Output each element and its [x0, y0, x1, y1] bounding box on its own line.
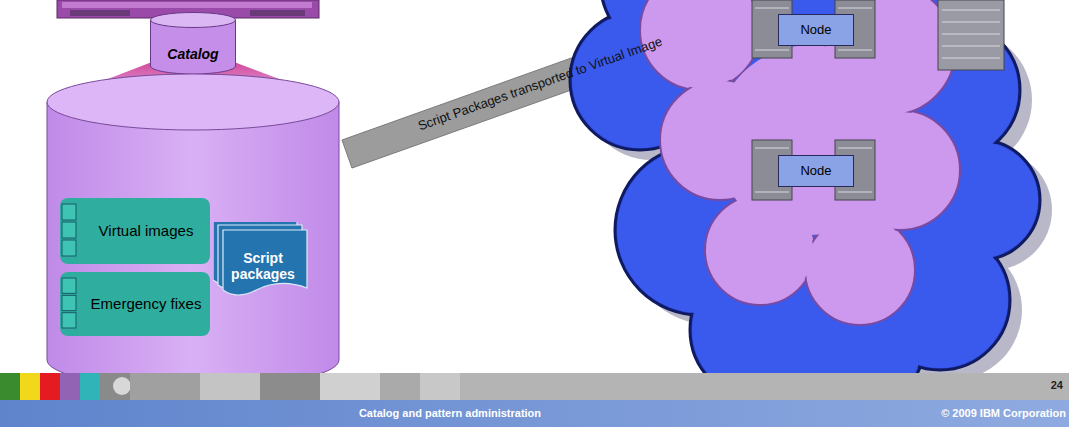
illustration-part: [100, 373, 130, 400]
shape-part: [779, 156, 854, 187]
illustration-part: [942, 22, 1000, 23]
illustration-part: [320, 373, 380, 400]
cloud-outer: [570, 0, 1040, 415]
illustration-part: [755, 192, 789, 193]
illustration-part: [62, 2, 312, 8]
illustration-part: [942, 58, 1000, 59]
illustration-part: [0, 373, 20, 400]
footer-title: Catalog and pattern administration: [300, 407, 600, 419]
illustration-part: [755, 8, 789, 9]
illustration-part: [0, 400, 1069, 427]
illustration-part: [70, 10, 130, 16]
illustration-part: [260, 373, 320, 400]
illustration-part: [570, 0, 1040, 415]
node-text: Node: [800, 23, 831, 38]
illustration-part: [47, 74, 339, 130]
node-text: Node: [800, 164, 831, 179]
illustration-part: [838, 50, 872, 51]
cube-icon: [62, 240, 76, 256]
catalog-cylinder: Catalog: [150, 12, 236, 74]
illustration-part: [420, 373, 460, 400]
illustration-part: [715, 45, 905, 235]
illustration-part: [113, 377, 131, 395]
page-number: 24: [1051, 379, 1063, 391]
shape-part: [151, 20, 236, 74]
document-stack: Script packages: [213, 222, 309, 302]
cloud-inner: [640, 0, 960, 325]
illustration-part: [0, 373, 1069, 400]
illustration-part: [755, 148, 789, 149]
cube-icon: [62, 222, 76, 238]
cube-icon: [62, 204, 76, 220]
illustration-part: [938, 0, 1004, 70]
copyright: © 2009 IBM Corporation: [941, 407, 1066, 419]
illustration-part: [942, 34, 1000, 35]
cube-icon: [62, 313, 76, 328]
catalog-cylinder: [47, 74, 339, 388]
illustration-part: [838, 192, 872, 193]
node-text: Catalog: [167, 46, 218, 62]
shape-part: [779, 15, 854, 46]
illustration-part: [380, 373, 420, 400]
node-text: Script packages: [223, 250, 303, 282]
shape-part: [60, 272, 210, 336]
cube-icon: [62, 295, 76, 310]
shape-part: [151, 13, 236, 28]
illustration-part: [40, 373, 60, 400]
illustration-part: [130, 373, 200, 400]
illustration-part: [642, 0, 958, 323]
cloud-node-box: Node: [778, 155, 854, 187]
illustration-part: [640, 0, 960, 325]
illustration-part: [20, 373, 40, 400]
node-text: Virtual images: [99, 222, 194, 239]
illustration-part: [838, 8, 872, 9]
server-detail: [755, 8, 1000, 192]
illustration-part: [80, 373, 100, 400]
content-box: Emergency fixes: [60, 272, 210, 336]
illustration-part: [60, 373, 80, 400]
illustration-part: [942, 46, 1000, 47]
content-box: Virtual images: [60, 198, 210, 264]
cloud-node-box: Node: [778, 14, 854, 46]
catalog-cylinder-outline: [150, 12, 236, 74]
footer-strip: [0, 373, 1069, 427]
illustration-part: [47, 102, 339, 388]
illustration-part: [250, 10, 305, 16]
illustration-part: [755, 50, 789, 51]
illustration-part: [200, 373, 260, 400]
server-stack: [752, 0, 1004, 200]
illustration-part: [572, 0, 1038, 413]
document-sheet: [223, 230, 307, 295]
shape-part: [60, 198, 210, 264]
illustration-part: [838, 148, 872, 149]
illustration-part: [942, 10, 1000, 11]
node-text: Emergency fixes: [91, 295, 202, 312]
cube-icon: [62, 278, 76, 293]
